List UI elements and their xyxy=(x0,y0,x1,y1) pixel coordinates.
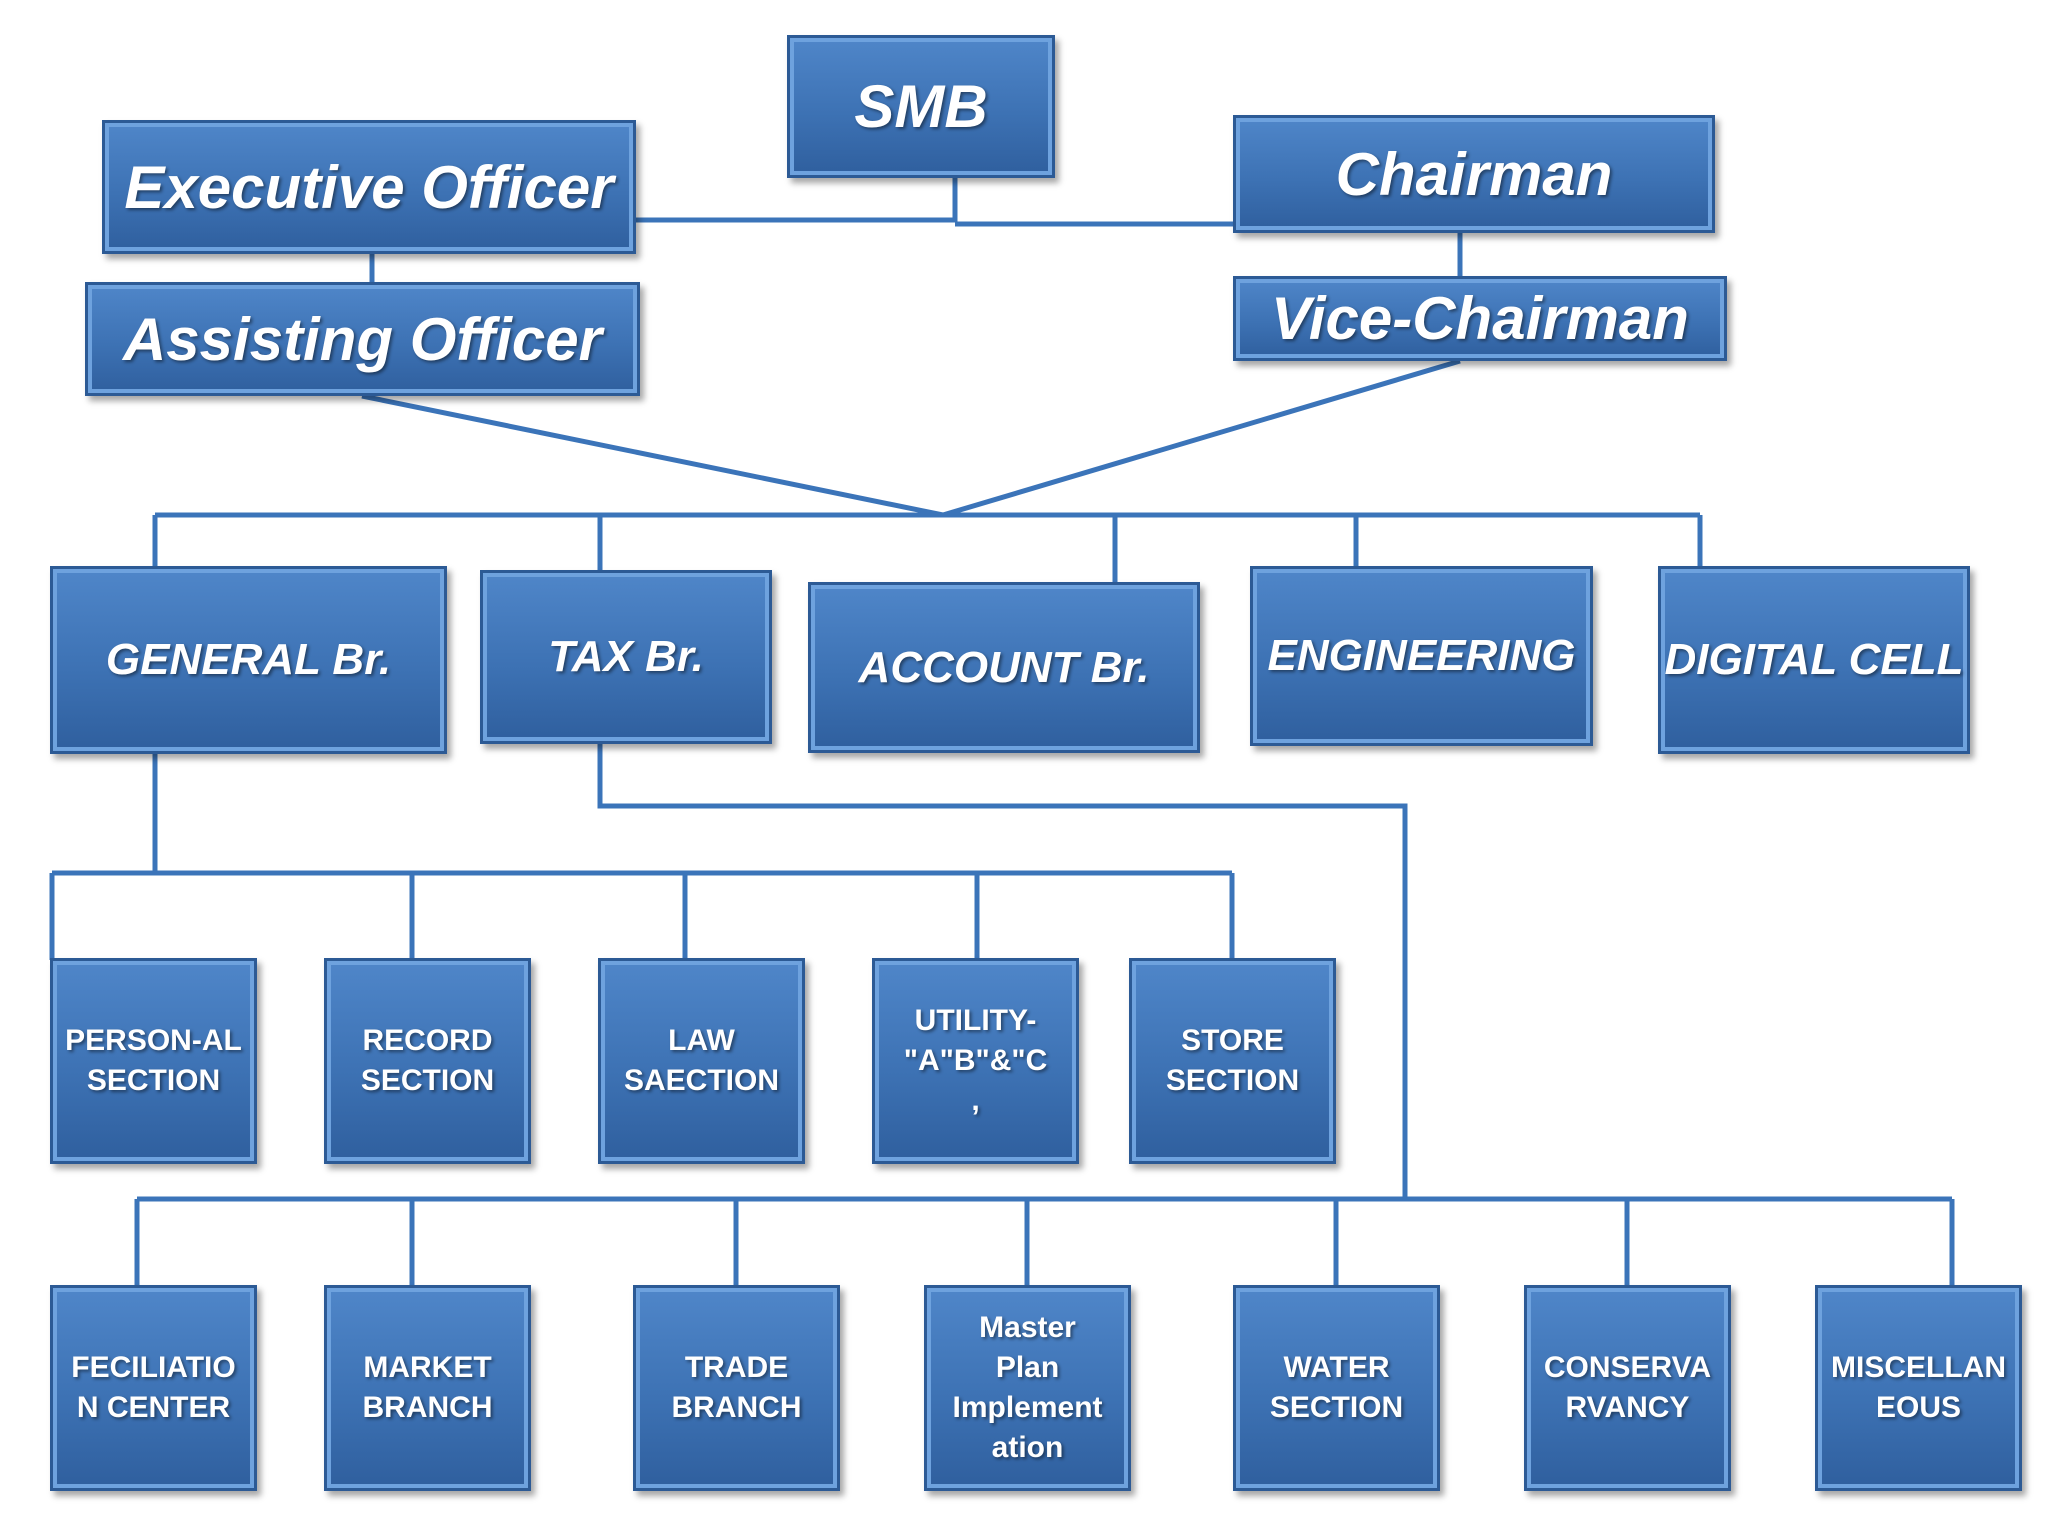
connector-vice-to-bus xyxy=(942,358,1461,518)
market-branch-label: MARKET BRANCH xyxy=(362,1351,493,1424)
general-branch-box: GENERAL Br. xyxy=(50,566,447,754)
digital-cell-branch-label: DIGITAL CELL xyxy=(1664,635,1964,684)
master-plan-label: Master Plan Implement ation xyxy=(952,1311,1103,1464)
feciliation-center-label: FECILIATIO N CENTER xyxy=(71,1351,236,1424)
smb-label: SMB xyxy=(854,73,988,140)
engineering-branch-label: ENGINEERING xyxy=(1267,631,1576,680)
law-section-box: LAW SAECTION xyxy=(598,958,805,1164)
personal-section-box: PERSON-AL SECTION xyxy=(50,958,257,1164)
utility-section-box: UTILITY- "A"B"&"C , xyxy=(872,958,1079,1164)
engineering-branch-box: ENGINEERING xyxy=(1250,566,1593,746)
trade-branch-box: TRADE BRANCH xyxy=(633,1285,840,1491)
master-plan-box: Master Plan Implement ation xyxy=(924,1285,1131,1491)
general-branch-label: GENERAL Br. xyxy=(105,635,392,684)
tax-branch-box: TAX Br. xyxy=(480,570,772,744)
executive-officer-label: Executive Officer xyxy=(124,153,614,221)
feciliation-center-box: FECILIATIO N CENTER xyxy=(50,1285,257,1491)
account-branch-box: ACCOUNT Br. xyxy=(808,582,1200,753)
connector-tax-route xyxy=(597,744,1408,1199)
conservancy-box: CONSERVA RVANCY xyxy=(1524,1285,1731,1491)
executive-officer-box: Executive Officer xyxy=(102,120,636,254)
water-section-box: WATER SECTION xyxy=(1233,1285,1440,1491)
conservancy-label: CONSERVA RVANCY xyxy=(1543,1351,1712,1424)
market-branch-box: MARKET BRANCH xyxy=(324,1285,531,1491)
digital-cell-branch-box: DIGITAL CELL xyxy=(1658,566,1970,754)
connector-assist-to-bus xyxy=(361,393,944,518)
utility-section-label: UTILITY- "A"B"&"C , xyxy=(903,1004,1048,1117)
record-section-box: RECORD SECTION xyxy=(324,958,531,1164)
vice-chairman-box: Vice-Chairman xyxy=(1233,276,1727,361)
store-section-label: STORE SECTION xyxy=(1165,1024,1300,1097)
miscellaneous-box: MISCELLAN EOUS xyxy=(1815,1285,2022,1491)
chairman-label: Chairman xyxy=(1335,140,1613,208)
tax-branch-label: TAX Br. xyxy=(548,632,704,681)
record-section-label: RECORD SECTION xyxy=(360,1024,495,1097)
smb-box: SMB xyxy=(787,35,1055,178)
assisting-officer-label: Assisting Officer xyxy=(122,305,603,373)
trade-branch-label: TRADE BRANCH xyxy=(671,1351,802,1424)
water-section-label: WATER SECTION xyxy=(1269,1351,1404,1424)
store-section-box: STORE SECTION xyxy=(1129,958,1336,1164)
personal-section-label: PERSON-AL SECTION xyxy=(65,1024,242,1097)
vice-chairman-label: Vice-Chairman xyxy=(1271,285,1689,352)
assisting-officer-box: Assisting Officer xyxy=(85,282,640,396)
miscellaneous-label: MISCELLAN EOUS xyxy=(1831,1351,2006,1424)
account-branch-label: ACCOUNT Br. xyxy=(858,642,1150,692)
law-section-label: LAW SAECTION xyxy=(623,1024,779,1097)
chairman-box: Chairman xyxy=(1233,115,1715,233)
